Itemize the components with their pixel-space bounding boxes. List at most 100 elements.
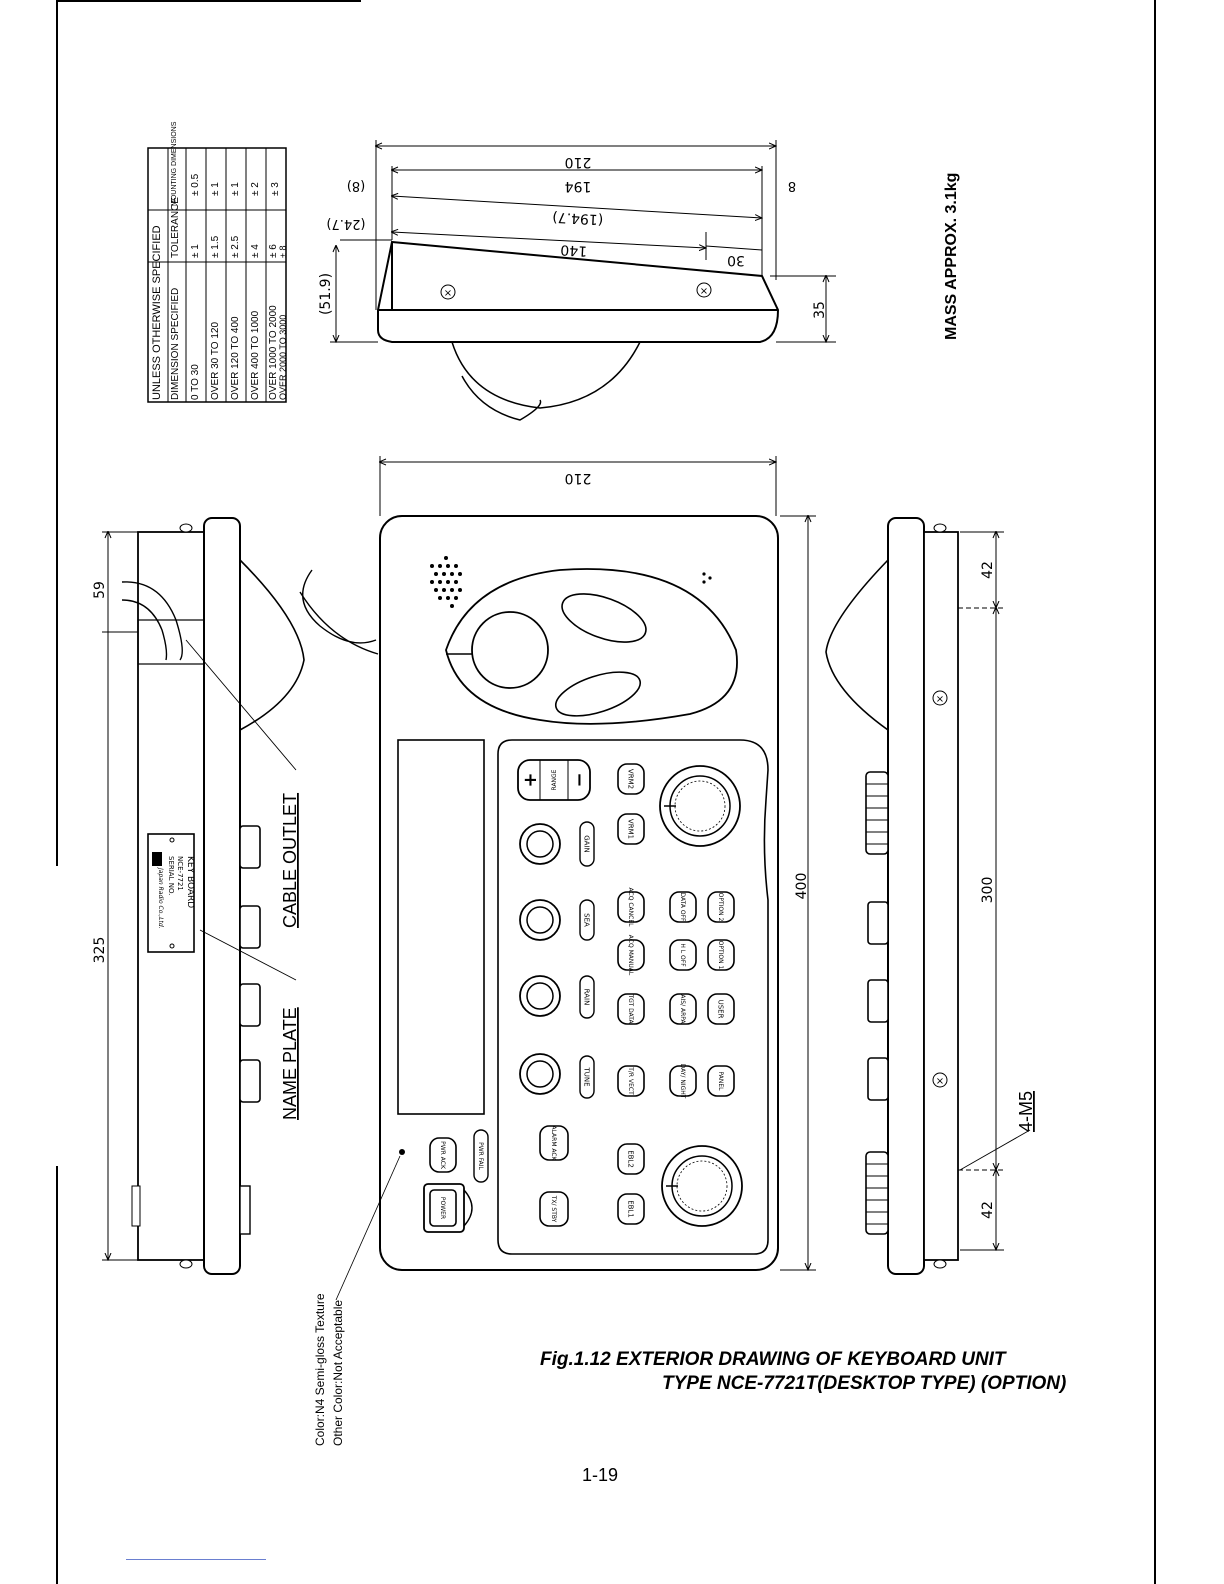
plate-text-line: SERIAL NO. (167, 856, 175, 895)
user-label: USER (717, 1000, 725, 1019)
svg-text:×: × (444, 288, 452, 299)
cable-outlet-label: CABLE OUTLET (280, 793, 300, 928)
plate-text-line: KEY BOARD (185, 856, 195, 908)
screw-icon (932, 1072, 948, 1088)
svg-text:×: × (936, 694, 944, 705)
left-side-view: 59 325 KEY BOARD NCE-7721 SERIAL NO. (92, 517, 379, 1275)
table-row-range: OVER 120 TO 400 (230, 316, 241, 400)
table-row-tolerance: ± 2.5 (230, 235, 241, 258)
table-row-tolerance: ± 1.5 (210, 235, 221, 258)
aco-cancel-label: ACQ CANCEL (627, 888, 634, 928)
trackball-right-button[interactable] (551, 663, 646, 724)
table-row-tolerance: ± 4 (250, 244, 261, 258)
vrm1-button[interactable]: VRM1 (617, 813, 645, 845)
ebl-rotary-knob[interactable] (661, 1145, 743, 1227)
table-row-range: 0 TO 30 (190, 364, 201, 400)
option1-button[interactable]: OPTION 1 (707, 939, 735, 971)
table-row-mounting: ± 0.5 (190, 173, 201, 196)
dim-42-bottom: 42 (980, 1201, 996, 1219)
ebl2-button[interactable]: EBL2 (617, 1143, 645, 1175)
table-header-mounting: MOUNTING DIMENSIONS (171, 121, 178, 206)
rain-label: RAIN (583, 989, 591, 1006)
screw-icon (696, 282, 712, 298)
gain-label-pill: GAIN (579, 821, 595, 867)
range-minus-label: − (569, 772, 590, 787)
svg-text:×: × (936, 1076, 944, 1087)
name-plate-label: NAME PLATE (280, 1007, 300, 1120)
tgt-data-button[interactable]: TGT DATA (617, 993, 645, 1025)
alarm-ack-button[interactable]: ALARM ACK (539, 1125, 569, 1162)
hl-off-button[interactable]: H L OFF (669, 939, 697, 971)
table-row-range: OVER 30 TO 120 (210, 322, 221, 400)
side-view: 210 194 (194.7) 140 30 (8) 8 (24.7) (51.… (318, 140, 836, 421)
screw-spec-label: 4-M5 (1016, 1091, 1036, 1132)
aco-manual-button[interactable]: ACQ MANUAL (617, 935, 645, 976)
aco-manual-label: ACQ MANUAL (627, 935, 634, 976)
gain-label: GAIN (583, 835, 591, 853)
vrm1-label: VRM1 (627, 819, 635, 839)
data-off-button[interactable]: DATA OFF (669, 891, 697, 923)
table-row-tolerance: ± 8 (278, 246, 288, 258)
range-plus-label: + (520, 772, 541, 787)
tune-label: TUNE (583, 1066, 591, 1086)
table-title: UNLESS OTHERWISE SPECIFIED (151, 225, 163, 400)
vrm2-button[interactable]: VRM2 (617, 763, 645, 795)
sea-label: SEA (583, 913, 591, 927)
rain-label-pill: RAIN (579, 975, 595, 1019)
dim-30: 30 (727, 252, 745, 268)
dim-325: 325 (92, 937, 108, 964)
top-rule (56, 0, 361, 2)
right-margin-rule (1154, 0, 1156, 1584)
dim-8: 8 (788, 178, 796, 193)
sea-knob[interactable] (519, 899, 561, 941)
day-night-button[interactable]: DAY/ NIGHT (669, 1064, 697, 1099)
ais-arpa-button[interactable]: AIS/ ARPA (669, 993, 697, 1025)
trackball-dome (451, 341, 641, 409)
table-row-range: OVER 400 TO 1000 (250, 310, 261, 400)
pwr-fail-label: PWR FAIL (477, 1142, 484, 1170)
option2-button[interactable]: OPTION 2 (707, 891, 735, 923)
power-label: POWER (439, 1197, 446, 1219)
screw-icon (440, 284, 456, 300)
table-row-tolerance: ± 6 (268, 244, 279, 258)
pwr-ack-button[interactable]: PWR ACK (429, 1137, 457, 1173)
data-off-label: DATA OFF (679, 893, 686, 923)
vrm2-label: VRM2 (627, 769, 635, 789)
vrm-rotary-knob[interactable] (659, 765, 741, 847)
table-header-tolerance: TOLERANCE (170, 197, 181, 258)
trackball-left-button[interactable] (556, 584, 652, 652)
table-rows: 0 TO 30 ± 1 ± 0.5 OVER 30 TO 120 ± 1.5 ±… (190, 173, 288, 400)
ais-arpa-label: AIS/ ARPA (679, 994, 686, 1024)
color-note-line-2: Other Color:Not Acceptable (331, 1300, 345, 1446)
user-button[interactable]: USER (707, 993, 735, 1025)
tx-stby-button[interactable]: TX/ STBY (539, 1191, 569, 1227)
range-label: RANGE (551, 769, 558, 790)
ebl2-label: EBL2 (627, 1150, 635, 1168)
tune-knob[interactable] (519, 1053, 561, 1095)
rain-knob[interactable] (519, 975, 561, 1017)
power-button[interactable]: POWER (423, 1183, 473, 1233)
name-plate: KEY BOARD NCE-7721 SERIAL NO. Japan Radi… (147, 833, 195, 953)
pwr-fail-indicator: PWR FAIL (473, 1129, 489, 1183)
ebl1-button[interactable]: EBL1 (617, 1193, 645, 1225)
bottom-blue-rule (126, 1559, 266, 1560)
tgt-data-label: TGT DATA (627, 993, 634, 1024)
panel-button[interactable]: PANEL (707, 1065, 735, 1097)
front-view: 210 400 (335, 456, 816, 1301)
dim-210-side: 210 (565, 154, 592, 170)
figure-caption: Fig.1.12 EXTERIOR DRAWING OF KEYBOARD UN… (540, 1348, 1120, 1396)
hl-off-label: H L OFF (679, 943, 686, 967)
aco-cancel-button[interactable]: ACQ CANCEL (617, 888, 645, 928)
panel-label: PANEL (717, 1072, 724, 1092)
svg-text:×: × (700, 286, 708, 297)
pwr-ack-label: PWR ACK (439, 1141, 446, 1170)
trackball[interactable] (471, 611, 549, 689)
dim-194: 194 (565, 178, 592, 194)
color-leader-line (335, 1155, 401, 1301)
gain-knob[interactable] (519, 823, 561, 865)
tune-label-pill: TUNE (579, 1055, 595, 1099)
mass-note: MASS APPROX. 3.1kg (943, 173, 960, 340)
tr-vect-button[interactable]: T/R VECT (617, 1065, 645, 1097)
range-button[interactable]: + RANGE − (517, 759, 591, 801)
